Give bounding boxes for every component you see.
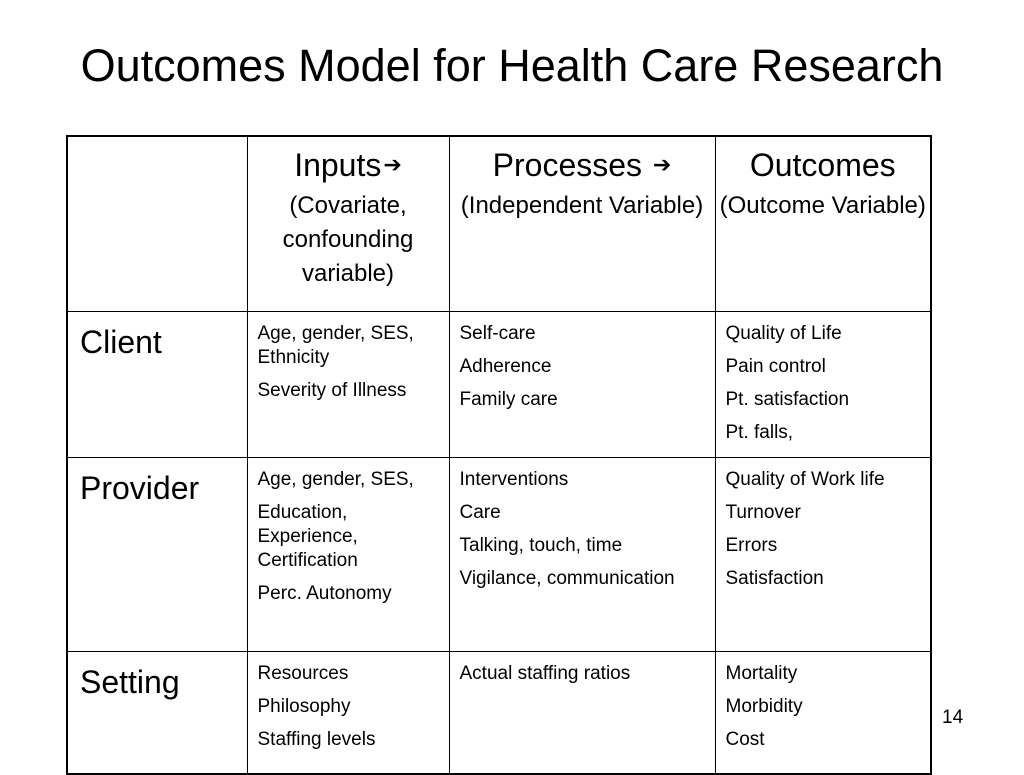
table-row-provider: Provider Age, gender, SES, Education, Ex… xyxy=(66,457,932,652)
header-processes-label: Processes xyxy=(492,147,651,183)
list-item: Interventions xyxy=(459,469,569,490)
header-inputs-label: Inputs xyxy=(294,147,382,183)
cell-setting-inputs: Resources Philosophy Staffing levels xyxy=(246,651,450,775)
header-outcomes-subtitle: (Outcome Variable) xyxy=(719,192,926,219)
header-inputs-subtitle: (Covariate, confounding variable) xyxy=(282,192,414,287)
cell-client-outcomes: Quality of Life Pain control Pt. satisfa… xyxy=(714,311,932,458)
list-item: Age, gender, SES, xyxy=(257,469,414,490)
header-processes: Processes ➔ (Independent Variable) xyxy=(448,135,716,312)
row-label-client: Client xyxy=(66,311,248,458)
row-label-setting: Setting xyxy=(66,651,248,775)
cell-provider-inputs: Age, gender, SES, Education, Experience,… xyxy=(246,457,450,652)
list-item: Age, gender, SES, Ethnicity xyxy=(257,323,414,368)
list-item: Mortality xyxy=(725,663,798,684)
list-item: Adherence xyxy=(459,356,552,377)
cell-setting-outcomes: Mortality Morbidity Cost xyxy=(714,651,932,775)
cell-provider-outcomes: Quality of Work life Turnover Errors Sat… xyxy=(714,457,932,652)
list-item: Severity of Illness xyxy=(257,380,407,401)
row-label-provider: Provider xyxy=(66,457,248,652)
header-outcomes-label: Outcomes xyxy=(749,147,896,183)
list-item: Vigilance, communication xyxy=(459,568,675,589)
empty-corner-cell xyxy=(66,135,248,312)
list-item: Actual staffing ratios xyxy=(459,663,631,684)
list-item: Quality of Life xyxy=(725,323,842,344)
cell-client-processes: Self-care Adherence Family care xyxy=(448,311,716,458)
table-row-client: Client Age, gender, SES, Ethnicity Sever… xyxy=(66,311,932,458)
cell-client-inputs: Age, gender, SES, Ethnicity Severity of … xyxy=(246,311,450,458)
list-item: Turnover xyxy=(725,502,801,523)
list-item: Talking, touch, time xyxy=(459,535,623,556)
list-item: Care xyxy=(459,502,501,523)
slide-title: Outcomes Model for Health Care Research xyxy=(80,40,944,91)
header-outcomes: Outcomes (Outcome Variable) xyxy=(714,135,932,312)
page-number: 14 xyxy=(942,707,964,728)
list-item: Education, Experience, Certification xyxy=(257,502,358,571)
outcomes-model-table: Inputs➔ (Covariate, confounding variable… xyxy=(66,135,932,775)
header-row: Inputs➔ (Covariate, confounding variable… xyxy=(66,135,932,312)
list-item: Staffing levels xyxy=(257,729,376,750)
list-item: Pain control xyxy=(725,356,826,377)
list-item: Resources xyxy=(257,663,349,684)
header-inputs: Inputs➔ (Covariate, confounding variable… xyxy=(246,135,450,312)
right-arrow-icon: ➔ xyxy=(652,152,672,177)
list-item: Errors xyxy=(725,535,778,556)
list-item: Quality of Work life xyxy=(725,469,885,490)
list-item: Self-care xyxy=(459,323,536,344)
header-processes-subtitle: (Independent Variable) xyxy=(460,192,704,219)
cell-setting-processes: Actual staffing ratios xyxy=(448,651,716,775)
list-item: Philosophy xyxy=(257,696,351,717)
list-item: Satisfaction xyxy=(725,568,824,589)
list-item: Family care xyxy=(459,389,558,410)
right-arrow-icon: ➔ xyxy=(383,152,402,177)
list-item: Perc. Autonomy xyxy=(257,583,392,604)
list-item: Cost xyxy=(725,729,765,750)
list-item: Pt. falls, xyxy=(725,422,794,443)
cell-provider-processes: Interventions Care Talking, touch, time … xyxy=(448,457,716,652)
table-row-setting: Setting Resources Philosophy Staffing le… xyxy=(66,651,932,775)
list-item: Morbidity xyxy=(725,696,803,717)
list-item: Pt. satisfaction xyxy=(725,389,850,410)
